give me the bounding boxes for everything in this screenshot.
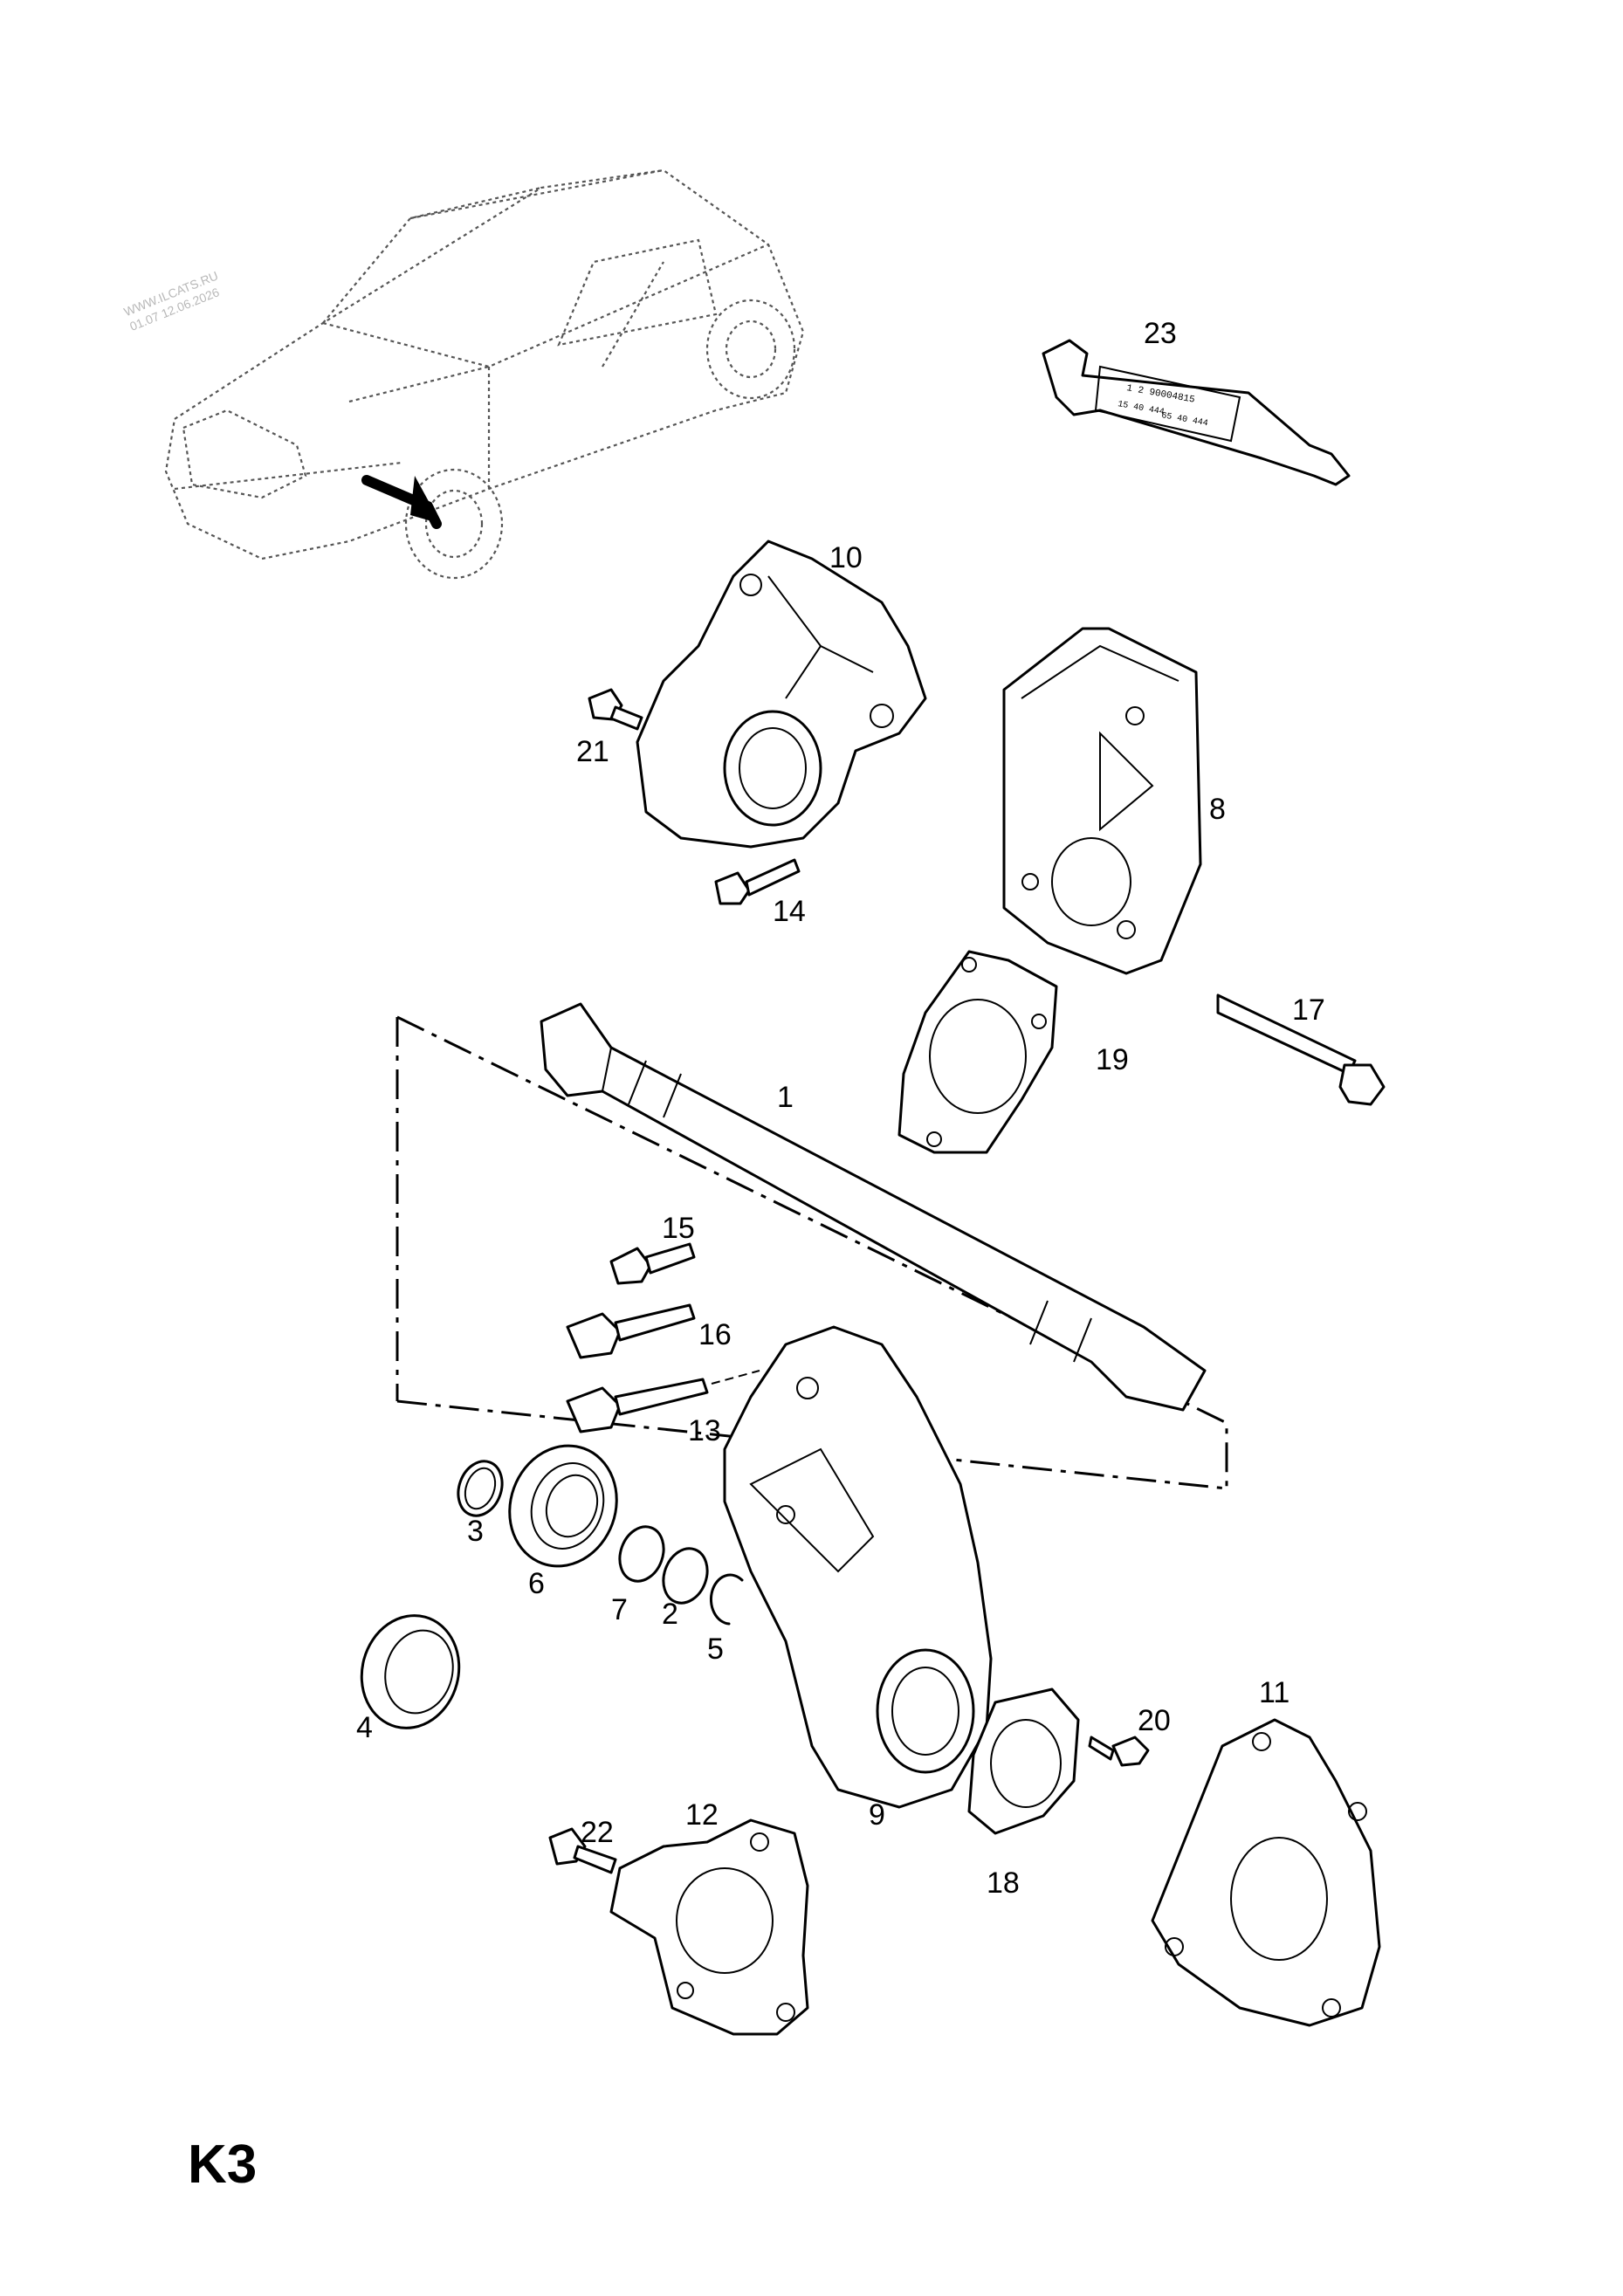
callout-labels: 1 2 3 4 5 6 7 8 9 10 11 12 13 14 15 16 1… <box>356 317 1325 1900</box>
callout-16: 16 <box>698 1318 732 1351</box>
grease-tube-part-23: 1 2 90004815 15 40 444 65 40 444 <box>1042 339 1351 486</box>
bearing-part-6 <box>508 1444 618 1568</box>
callout-20: 20 <box>1138 1704 1171 1737</box>
callout-15: 15 <box>662 1212 695 1245</box>
gasket-part-18 <box>967 1688 1080 1835</box>
shaft-part-1 <box>540 1002 1207 1412</box>
callout-22: 22 <box>581 1816 614 1849</box>
bolt-part-16 <box>566 1303 696 1359</box>
page-code: K3 <box>188 2134 257 2195</box>
callout-13: 13 <box>688 1414 721 1447</box>
callout-5: 5 <box>707 1633 724 1666</box>
housing-part-8 <box>1002 627 1202 975</box>
ring-part-2 <box>662 1547 709 1605</box>
callout-18: 18 <box>987 1866 1020 1900</box>
bracket-part-12 <box>609 1818 809 2036</box>
bolt-part-14 <box>714 858 801 905</box>
callout-3: 3 <box>467 1515 484 1548</box>
bolt-part-22 <box>548 1827 617 1874</box>
axis-line-bottom <box>396 1399 1228 1490</box>
sleeve-part-4 <box>360 1614 461 1729</box>
callout-19: 19 <box>1096 1043 1129 1076</box>
callout-2: 2 <box>662 1598 678 1631</box>
callout-6: 6 <box>528 1567 545 1600</box>
callout-17: 17 <box>1292 993 1325 1027</box>
callout-14: 14 <box>773 895 806 928</box>
ring-part-3 <box>457 1460 504 1517</box>
bolt-part-20 <box>1088 1736 1150 1767</box>
vehicle-locator-illustration <box>164 168 805 580</box>
bolt-part-21 <box>588 688 643 731</box>
callout-21: 21 <box>576 735 609 768</box>
callout-8: 8 <box>1209 793 1226 826</box>
callout-23: 23 <box>1144 317 1177 350</box>
ring-part-7 <box>618 1525 665 1583</box>
callout-1: 1 <box>777 1081 794 1114</box>
gasket-part-19 <box>897 950 1058 1154</box>
bolt-part-15 <box>609 1242 696 1285</box>
axis-line-top <box>396 1015 1228 1488</box>
bolt-part-13 <box>566 1370 760 1433</box>
clip-part-5 <box>709 1573 744 1626</box>
callout-11: 11 <box>1259 1676 1289 1709</box>
callout-12: 12 <box>685 1798 719 1832</box>
carrier-part-9 <box>723 1325 993 1809</box>
callout-9: 9 <box>869 1798 885 1832</box>
callout-10: 10 <box>829 541 863 574</box>
flange-part-11 <box>1151 1718 1381 2027</box>
callout-7: 7 <box>611 1593 628 1626</box>
callout-4: 4 <box>356 1711 373 1744</box>
long-bolt-part-17 <box>1216 993 1386 1106</box>
watermark: WWW.ILCATS.RU 01.07 12.06.2026 <box>121 268 221 333</box>
bracket-part-10 <box>636 540 927 849</box>
